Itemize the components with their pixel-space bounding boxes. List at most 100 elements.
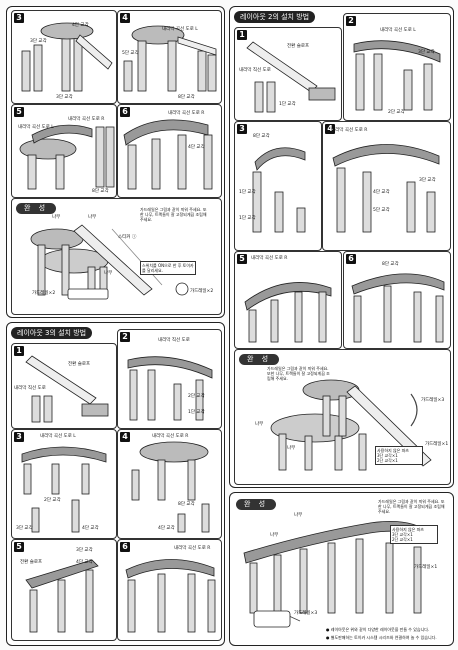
step-5-illustration	[25, 559, 99, 633]
layout2-complete-cell: 완 성 가드레일은 그림과 같이 끼워 주세요. 또한 나무, 트랙들이 잘 고…	[234, 349, 451, 485]
label-curve-r: 내리막 곡선 도로 R	[152, 434, 189, 439]
label-curve-r: 내리막 곡선 도로 R	[168, 111, 205, 116]
label-1-pier: 1단 교각	[188, 410, 205, 415]
step-number: 5	[14, 542, 24, 552]
step-number: 3	[14, 13, 24, 23]
label-guardrail: 가드레일×1	[414, 565, 438, 570]
label-3-pier: 3단 교각	[419, 178, 436, 183]
complete-badge: 완 성	[239, 354, 280, 365]
label-curve-l: 내리막 곡선 도로 L	[380, 28, 416, 33]
step-4-cell: 4 내리막 곡선 도로 L 5단 교각 8단 교각	[117, 10, 222, 104]
step-number: 5	[237, 254, 247, 264]
label-guardrail: 가드레일×3	[294, 611, 318, 616]
step-number: 2	[120, 332, 130, 342]
legend-item: 2단 교각×1	[377, 458, 398, 463]
label-sticker: 스티커 ⓘ	[118, 235, 137, 240]
label-3-pier: 3단 교각	[56, 95, 73, 100]
step-6-cell: 6 내리막 곡선 도로 R	[117, 539, 222, 641]
step-2-cell: 2 내리막 곡선 도로 L 3단 교각 2단 교각	[343, 13, 451, 121]
unused-parts-legend: 사용하지 않은 파츠 3단 교각×1 2단 교각×1	[390, 525, 438, 544]
step-4-illustration	[131, 441, 210, 533]
legend-item: 3단 교각×1	[392, 532, 413, 537]
step-number: 1	[14, 346, 24, 356]
step-number: 3	[237, 124, 247, 134]
step-4-illustration	[332, 144, 440, 233]
label-tree: 나무	[88, 215, 97, 220]
unused-parts-legend: 사용하지 않은 파츠 3단 교각×1 2단 교각×1	[375, 446, 423, 465]
step-5-illustration	[244, 282, 332, 343]
label-tree: 나무	[270, 533, 279, 538]
legend-item: 2단 교각×1	[392, 537, 413, 542]
label-curve-r: 내리막 곡선 도로 R	[251, 256, 288, 261]
step-3-cell: 3 내리막 곡선 도로 L 2단 교각 3단 교각 4단 교각	[11, 429, 117, 539]
label-tree: 나무	[52, 215, 61, 220]
label-4-pier: 4단 교각	[188, 145, 205, 150]
label-guardrail: 가드레일×3	[421, 398, 445, 403]
label-3-pier: 3단 교각	[76, 548, 93, 553]
layout3-complete-panel: 완 성 가드레일은 그림과 같이 끼워 주세요. 또한 나무, 트랙들이 잘 고…	[229, 492, 454, 646]
legend-title: 사용하지 않은 파츠	[377, 448, 409, 453]
step-number: 5	[14, 107, 24, 117]
label-tree: 나무	[255, 422, 264, 427]
legend-title: 사용하지 않은 파츠	[392, 527, 424, 532]
label-1-pier: 1단 교각	[239, 190, 256, 195]
assembly-note: 가드레일은 그림과 같이 끼워 주세요. 또한 나무, 트랙들이 잘 고정되게끔…	[267, 366, 330, 381]
label-4-pier: 4단 교각	[373, 190, 390, 195]
step-3-cell: 3 8단 교각 1단 교각 1단 교각	[234, 121, 322, 251]
label-8-pier: 8단 교각	[178, 502, 195, 507]
step-number: 4	[120, 13, 130, 23]
layout3-panel: 레이아웃 3의 설치 방법 1 전환 슬로프 내리막 직선 도로 2	[6, 322, 225, 646]
layout1-panel: 3 4단 교각 3단 교각 3단 교각 4	[6, 6, 225, 318]
label-straight: 내리막 직선 도로	[239, 68, 271, 73]
label-4-pier: 4단 교각	[82, 526, 99, 531]
step-number: 4	[325, 124, 335, 134]
step-number: 1	[237, 30, 247, 40]
label-8-pier: 8단 교각	[253, 134, 270, 139]
label-3-pier: 3단 교각	[30, 39, 47, 44]
label-slope: 전환 슬로프	[68, 362, 91, 367]
step-1-illustration	[25, 355, 109, 423]
label-5-pier: 5단 교각	[122, 51, 139, 56]
label-tree: 나무	[294, 513, 303, 518]
label-tree: 나무	[104, 271, 113, 276]
label-8-pier: 8단 교각	[92, 189, 109, 194]
complete-badge: 완 성	[16, 203, 57, 214]
label-1-pier: 1단 교각	[279, 102, 296, 107]
step-3-illustration	[21, 22, 113, 92]
step-5-cell: 5 3단 교각 전환 슬로프 4단 교각	[11, 539, 117, 641]
label-curve-r: 내리막 곡선 도로 R	[68, 117, 105, 122]
footer-note-2: ● 별도판매하는 토이카 시스템 시리즈와 연결하여 놀 수 있습니다.	[326, 635, 437, 640]
assembly-note: 가드레일은 그림과 같이 끼워 주세요. 또한 나무, 트랙들이 잘 고정되게끔…	[378, 499, 445, 514]
step-number: 6	[120, 542, 130, 552]
step-1-cell: 1 전환 슬로프 내리막 직선 도로	[11, 343, 117, 429]
step-6-cell: 6 내리막 곡선 도로 R 4단 교각	[117, 104, 222, 198]
label-straight: 내리막 직선 도로	[14, 386, 46, 391]
footer-note-1: ● 레이아웃은 위와 같이 다양한 레이아웃을 만들 수 있습니다.	[326, 627, 430, 632]
layout1-complete-cell: 완 성 가드레일은 그림과 같이 끼워 주세요. 또한 나무, 트랙들이 잘 고…	[11, 198, 222, 315]
step-5-cell: 5 내리막 곡선 도로 L 내리막 곡선 도로 R 8단 교각	[11, 104, 117, 198]
layout2-panel: 레이아웃 2의 설치 방법 1 전환 슬로프 내리막 직선 도로 1단 교각 2	[229, 6, 454, 488]
step-2-illustration	[353, 40, 441, 111]
layout1-complete-illustration	[30, 224, 189, 300]
label-3-pier: 3단 교각	[418, 50, 435, 55]
step-number: 2	[346, 16, 356, 26]
label-guardrail: 가드레일×1	[425, 442, 449, 447]
step-5-cell: 5 내리막 곡선 도로 R	[234, 251, 342, 349]
step-5-illustration	[19, 124, 115, 190]
label-guardrail: 가드레일×2	[32, 291, 56, 296]
label-curve-l: 내리막 곡선 도로 L	[18, 125, 54, 130]
layout2-title: 레이아웃 2의 설치 방법	[234, 11, 316, 23]
label-straight: 내리막 직선 도로	[158, 338, 190, 343]
step-4-cell: 4 내리막 곡선 도로 R 8단 교각 4단 교각	[117, 429, 222, 539]
step-number: 3	[14, 432, 24, 442]
step-number: 6	[346, 254, 356, 264]
switch-note: 스위치를 ON으로 한 후 토이카를 달리세요.	[140, 261, 196, 275]
label-5-pier: 5단 교각	[373, 208, 390, 213]
label-slope: 전환 슬로프	[287, 44, 310, 49]
label-3-pier: 3단 교각	[16, 526, 33, 531]
label-1-pier: 1단 교각	[239, 216, 256, 221]
step-6-illustration	[123, 119, 213, 190]
label-2-pier: 2단 교각	[44, 498, 61, 503]
step-6-illustration	[351, 273, 445, 343]
